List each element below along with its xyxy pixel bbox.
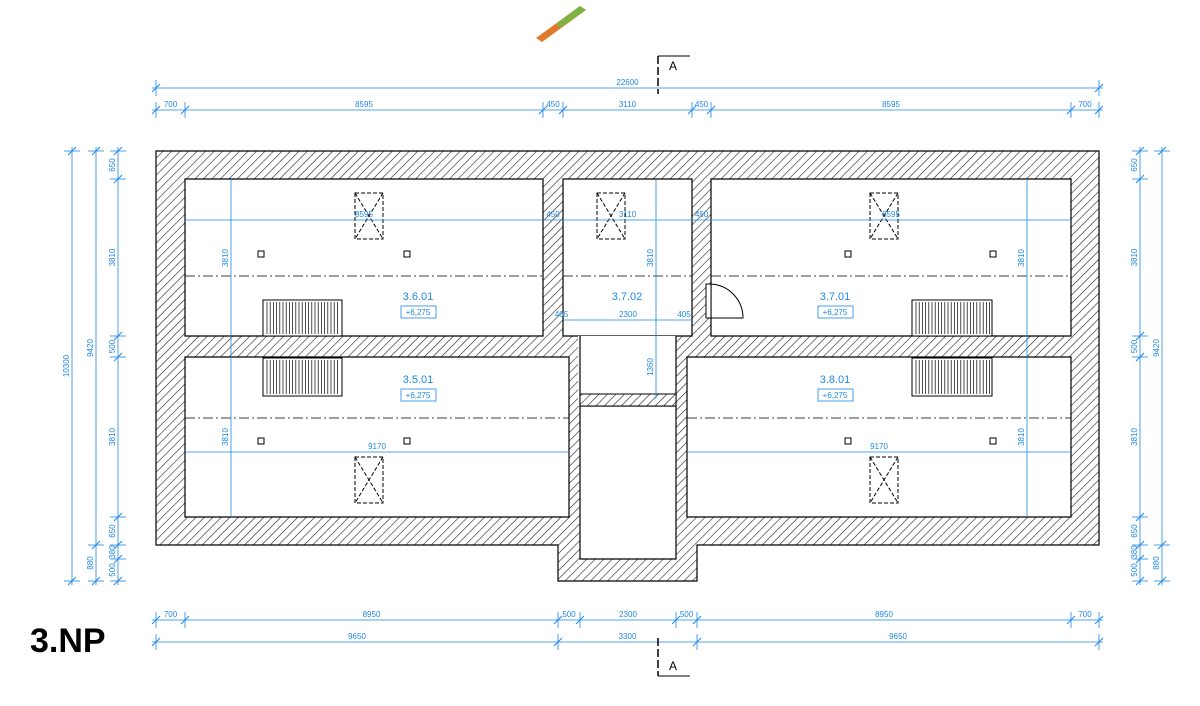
dimension-value: 3810 [108,428,117,446]
dimension-value: 650 [1130,524,1139,538]
ridge-lines [185,275,1071,419]
dimension-value: 380 [1130,545,1139,559]
room-tag-3-5-01: 3.5.01 +6,275 [400,374,437,402]
dimension-value: 700 [1078,610,1092,619]
stair-flight [911,299,993,337]
dimension-value: 3300 [619,632,637,641]
dimension-value: 2300 [619,610,637,619]
interior-dimension: 8595 [882,210,900,219]
room-number: 3.5.01 [403,374,434,386]
dimension-value: 9420 [86,339,95,357]
dimension-value: 500 [108,339,117,353]
dimension-value: 8950 [875,610,893,619]
interior-dimension: 9170 [870,442,888,451]
dimension-value: 500 [562,610,576,619]
interior-dimension: 1360 [646,358,655,376]
dimension-value: 500 [1130,563,1139,577]
interior-dimension: 9170 [368,442,386,451]
dimension-value: 450 [546,100,560,109]
stairs [262,299,993,397]
dimension-value: 8595 [882,100,900,109]
door-symbol [705,283,744,319]
dimension-value: 9650 [348,632,366,641]
dimension-value: 450 [695,100,709,109]
dimension-value: 500 [1130,339,1139,353]
interior-dimension: 405 [677,310,691,319]
interior-dimension: 2300 [619,310,637,319]
room-number: 3.6.01 [403,291,434,303]
dimension-total: 22600 [616,78,639,87]
stair-flight [911,357,993,397]
dimension-value: 650 [108,524,117,538]
stair-flight [262,299,343,337]
dimension-value: 8950 [363,610,381,619]
room-level: +6,275 [406,308,431,317]
walls [155,150,1100,582]
floor-title: 3.NP [30,622,106,660]
section-marker-bottom: A [657,638,690,677]
column-markers [257,250,997,445]
interior-dimension: 3810 [1017,249,1026,267]
interior-dimension: 405 [555,310,569,319]
dimension-value: 500 [680,610,694,619]
interior-dimension: 8595 [355,210,373,219]
section-label: A [669,59,677,73]
dimension-value: 9420 [1152,339,1161,357]
dimension-value: 380 [108,545,117,559]
dimension-total: 10300 [62,354,71,377]
dimension-value: 500 [108,563,117,577]
dimension-labels: 22600 700 8595 450 3110 450 8595 700 700 8950 500 2… [62,78,1161,641]
dimension-value: 3810 [1130,428,1139,446]
interior-dimension: 450 [695,210,709,219]
room-level: +6,275 [823,391,848,400]
dimension-value: 9650 [889,632,907,641]
dimension-value: 8595 [355,100,373,109]
stair-flight [262,357,343,397]
room-number: 3.8.01 [820,374,851,386]
outer-dimension-chains [64,80,1170,650]
dimension-value: 3810 [108,248,117,266]
dimension-value: 880 [86,556,95,570]
interior-dimension: 3810 [221,428,230,446]
interior-dimension: 3810 [221,249,230,267]
room-tag-3-7-01: 3.7.01 +6,275 [817,291,854,319]
dimension-value: 3110 [619,100,637,109]
dimension-value: 650 [108,158,117,172]
section-label: A [669,659,677,673]
dimension-value: 880 [1152,556,1161,570]
room-number: 3.7.02 [612,291,643,303]
dimension-value: 700 [164,100,178,109]
interior-dimension-lines [185,179,1071,517]
interior-dimension: 3810 [646,249,655,267]
room-tag-3-8-01: 3.8.01 +6,275 [817,374,854,402]
logo-mark [536,6,586,42]
interior-dimension: 3810 [1017,428,1026,446]
room-tag-3-7-02: 3.7.02 [612,291,643,303]
room-level: +6,275 [406,391,431,400]
interior-dimension: 450 [546,210,560,219]
room-level: +6,275 [823,308,848,317]
room-tag-3-6-01: 3.6.01 +6,275 [400,291,437,319]
dimension-value: 650 [1130,158,1139,172]
interior-dimension: 3110 [619,210,637,219]
dimension-value: 3810 [1130,248,1139,266]
roof-windows [354,192,899,504]
room-number: 3.7.01 [820,291,851,303]
dimension-value: 700 [1078,100,1092,109]
dimension-value: 700 [164,610,178,619]
section-marker-top: A [657,55,690,94]
